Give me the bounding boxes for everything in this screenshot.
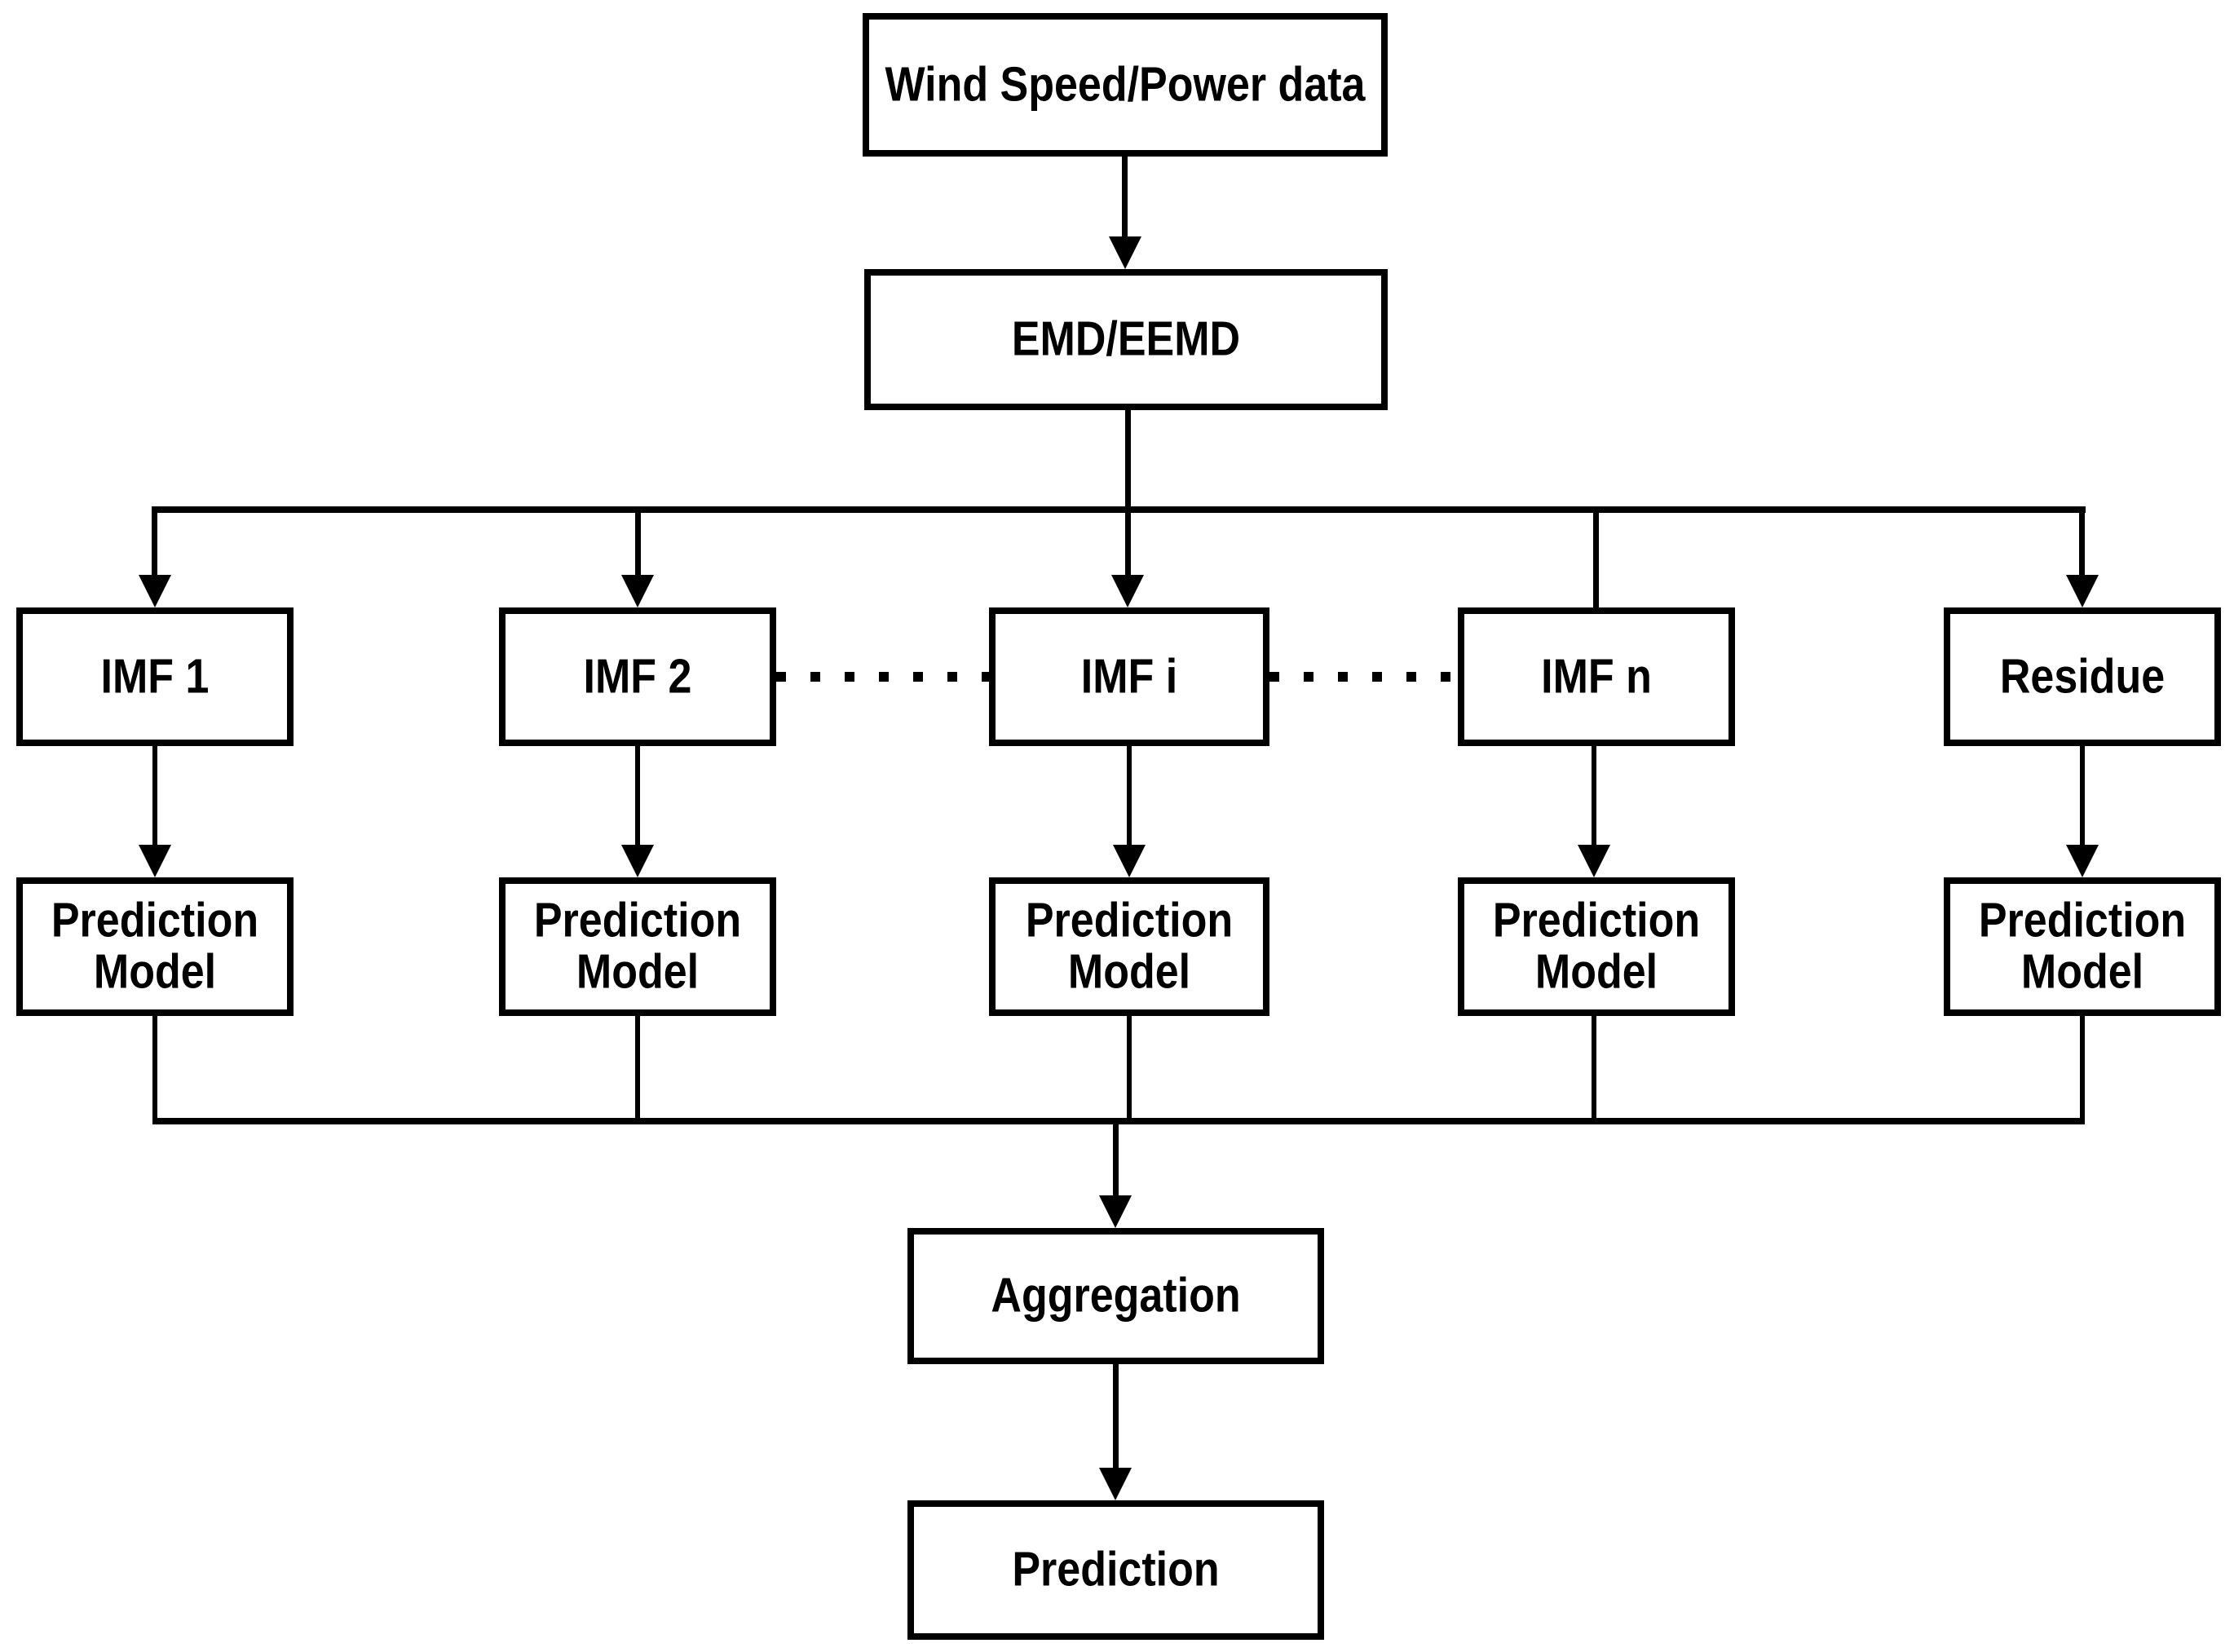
arrow-input-to-emd-stem [1122,155,1128,241]
node-prediction-model-1-label: Prediction Model [51,893,259,1000]
dotted-ellipsis-imfi-imfn [1269,672,1458,682]
line-pm-4-to-collector [1592,1014,1596,1124]
arrow-aggregation-to-prediction-stem [1113,1363,1119,1471]
node-wind-speed-power-data-label: Wind Speed/Power data [885,57,1366,113]
line-pm-1-to-collector [152,1014,157,1124]
node-imf-i-label: IMF i [1080,649,1178,705]
line-branch-to-imf-n [1593,511,1599,609]
line-pm-5-to-collector [2080,1014,2085,1124]
node-imf-1: IMF 1 [16,607,294,746]
collector-line [152,1118,2085,1124]
arrow-collector-to-aggregation-head [1099,1195,1132,1228]
node-residue: Residue [1944,607,2221,746]
node-prediction-model-5-label: Prediction Model [1978,893,2187,1000]
arrow-branch-to-residue-stem [2079,506,2085,578]
node-prediction-model-3: Prediction Model [989,877,1269,1016]
line-pm-3-to-collector [1127,1014,1132,1124]
node-imf-2-label: IMF 2 [583,649,692,705]
arrow-imf-n-to-pm-head [1578,845,1610,877]
node-prediction-model-2: Prediction Model [499,877,776,1016]
arrow-imf-n-to-pm-stem [1592,744,1596,848]
node-prediction-model-5: Prediction Model [1944,877,2221,1016]
arrow-collector-to-aggregation-stem [1113,1124,1119,1199]
node-prediction-model-2-label: Prediction Model [533,893,742,1000]
arrow-imf-1-to-pm-head [139,845,171,877]
node-emd-eemd: EMD/EEMD [864,269,1388,410]
arrow-input-to-emd-head [1109,236,1141,269]
arrow-emd-to-imf-i-stem [1125,409,1131,578]
node-aggregation: Aggregation [907,1228,1324,1364]
node-prediction-model-3-label: Prediction Model [1025,893,1234,1000]
node-residue-label: Residue [1999,649,2166,705]
node-imf-n: IMF n [1458,607,1735,746]
node-imf-n-label: IMF n [1541,649,1652,705]
arrow-emd-to-imf-i-head [1111,575,1144,607]
dotted-ellipsis-imf2-imfi [776,672,989,682]
arrow-aggregation-to-prediction-head [1099,1468,1132,1500]
node-prediction-model-4: Prediction Model [1458,877,1735,1016]
arrow-imf-i-to-pm-head [1113,845,1146,877]
line-pm-2-to-collector [635,1014,640,1124]
node-prediction: Prediction [907,1500,1324,1640]
arrow-imf-2-to-pm-head [621,845,654,877]
branch-line [152,506,2086,513]
arrow-branch-to-imf-2-head [621,575,654,607]
arrow-branch-to-imf-2-stem [635,511,641,578]
node-prediction-model-4-label: Prediction Model [1492,893,1701,1000]
node-prediction-label: Prediction [1012,1542,1220,1597]
arrow-imf-i-to-pm-stem [1127,744,1132,848]
node-aggregation-label: Aggregation [991,1268,1241,1323]
node-imf-1-label: IMF 1 [100,649,210,705]
node-imf-i: IMF i [989,607,1269,746]
node-wind-speed-power-data: Wind Speed/Power data [863,13,1388,157]
arrow-branch-to-residue-head [2066,575,2099,607]
node-imf-2: IMF 2 [499,607,776,746]
arrow-branch-to-imf-1-head [139,575,171,607]
arrow-branch-to-imf-1-stem [152,511,157,578]
arrow-residue-to-pm-stem [2080,744,2085,848]
arrow-imf-2-to-pm-stem [635,744,640,848]
node-emd-eemd-label: EMD/EEMD [1011,311,1241,367]
arrow-imf-1-to-pm-stem [152,744,157,848]
node-prediction-model-1: Prediction Model [16,877,294,1016]
arrow-residue-to-pm-head [2066,845,2099,877]
